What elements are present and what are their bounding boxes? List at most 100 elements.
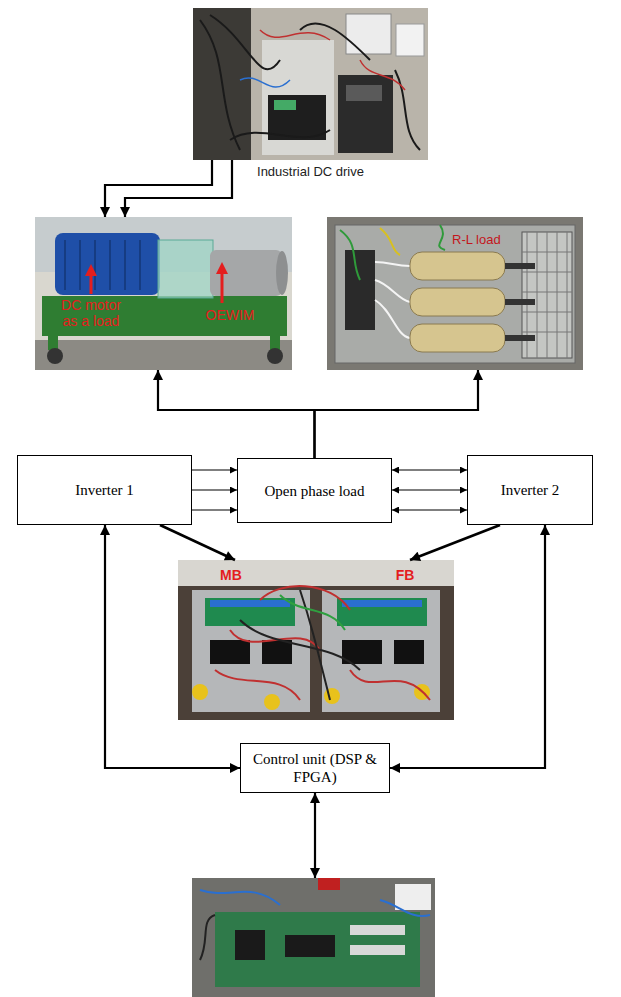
process-box: Inverter 2 [467,455,593,525]
box-label: Control unit (DSP & FPGA) [241,750,389,786]
inverter-boards-photo-part [322,590,440,712]
rl-load-photo-part [335,225,575,363]
box-label: Inverter 2 [501,481,560,499]
rl-load-photo-part [345,250,375,330]
motor-bench-photo-part [35,340,292,370]
inverter-boards-photo [178,560,454,720]
inverter-boards-photo-part [264,694,280,710]
inverter-boards-photo-part [205,598,295,626]
dc-drive-photo-part [268,95,326,140]
dc-drive-photo [193,8,428,160]
inverter-boards-photo-part [342,600,422,607]
process-box: Inverter 1 [17,455,192,525]
dc-drive-photo-part [338,75,393,153]
rl-load-photo-part [410,324,505,352]
motor-bench-photo-part [85,264,97,276]
rl-load-photo-part [410,252,505,280]
rl-load-photo-part [505,299,535,305]
motor-bench-photo-part [216,262,228,274]
control-board-photo-part [215,912,420,987]
dc-drive-photo-part [346,85,382,101]
connector-arrow [392,469,467,470]
control-board-photo-part [200,915,215,960]
motor-bench-photo-part [221,272,224,303]
connector-arrow [392,489,467,490]
motor-bench-photo-part [47,348,63,364]
inverter-boards-photo-part [280,595,345,630]
rl-load-photo-part [380,228,400,255]
control-board-photo-part [235,930,265,960]
motor-bench-photo-part [270,336,280,350]
rl-load-photo-part [505,335,535,341]
connector-arrow [192,469,237,470]
dc-drive-photo-part [260,30,405,90]
dc-drive-photo-part [193,8,428,160]
inverter-boards-photo-part [394,640,424,664]
connector-arrow [314,793,316,878]
control-board-photo-part [200,890,430,916]
process-box: Control unit (DSP & FPGA) [240,743,390,793]
box-label: Open phase load [265,482,365,500]
motor-bench-photo-part [158,240,213,298]
motor-bench-photo [35,217,292,370]
drive-photo: Industrial DC drive [193,8,428,160]
connector-arrow [315,370,479,458]
inverter-boards-photo-part [240,590,360,700]
board-photo: MB FB [178,560,454,720]
inverter-boards-photo-part [337,598,427,626]
motor-bench-photo-part [65,240,140,290]
dc-drive-photo-part [200,15,420,150]
rl-load-photo-part [375,262,410,338]
dc-drive-photo-part [346,14,391,54]
control-board-photo [192,878,435,997]
motor-bench-photo-part [48,336,58,350]
inverter-boards-photo-part [262,640,292,664]
connector-arrow [105,525,240,768]
connector-arrow [410,525,500,560]
rl-load-photo-part [410,288,505,316]
inverter-boards-photo-part [324,688,340,704]
control-board-photo-part [350,925,405,935]
connector-arrow [192,509,237,510]
connector-arrow [125,160,232,217]
photo-label: OEWIM [200,307,260,323]
connector-arrow [192,489,237,490]
rl-load-photo [327,217,583,370]
inverter-boards-photo-part [192,684,208,700]
inverter-boards-photo-part [192,590,310,712]
load-photo: R-L load [327,217,583,370]
inverter-boards-photo-part [215,586,430,700]
photo-label: Industrial DC drive [193,165,428,180]
motor-bench-photo-part [42,296,287,336]
control-board-photo-part [395,884,431,910]
connector-arrow [392,509,467,510]
dc-drive-photo-part [396,24,424,56]
motor-bench-photo-part [276,251,288,295]
rl-load-photo-part [327,217,583,370]
inverter-boards-photo-part [210,640,250,664]
inverter-boards-photo-part [178,560,454,720]
dc-drive-photo-part [274,100,296,110]
motor-bench-photo-part [35,217,292,370]
inverter-boards-photo-part [178,560,454,586]
motor-photo: DC motor as a loadOEWIM [35,217,292,370]
motor-bench-photo-part [55,233,160,295]
photo-label: R-L load [452,233,527,248]
motor-bench-photo-part [90,274,93,294]
connector-arrow [160,525,235,560]
photo-label: MB [214,567,248,583]
control-board-photo-part [192,878,435,997]
control-board-photo-part [350,945,405,955]
controller-photo [192,878,435,997]
dc-drive-photo-part [240,78,290,87]
connector-arrow [390,525,545,768]
control-board-photo-part [285,935,335,957]
box-label: Inverter 1 [75,481,134,499]
connector-arrow [158,370,315,458]
motor-bench-photo-part [267,348,283,364]
rl-load-photo-part [505,263,535,269]
photo-label: FB [388,567,422,583]
connector-arrow [105,160,212,217]
inverter-boards-photo-part [210,600,290,607]
